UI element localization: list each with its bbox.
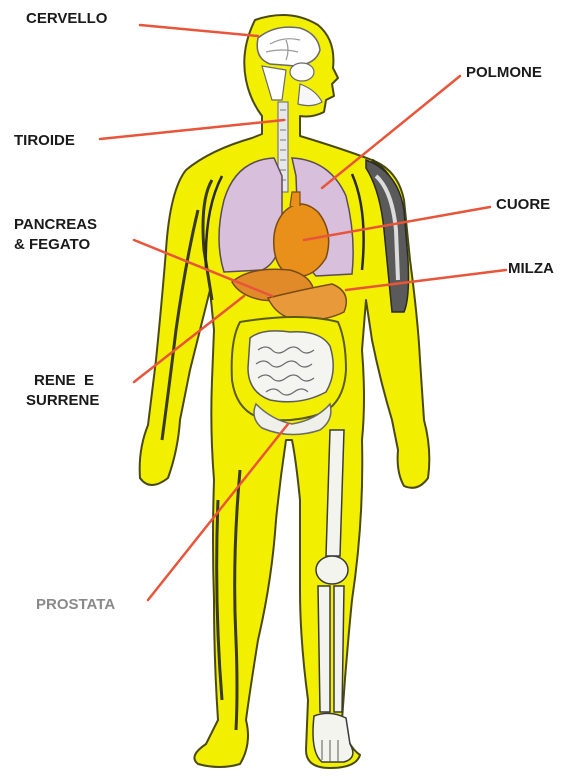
leader-line-pancreas [134,240,272,296]
leader-line-cuore [304,207,490,240]
label-rene-line2: SURRENE [26,392,99,410]
label-polmone: POLMONE [466,64,542,82]
leader-line-rene [134,296,244,382]
leader-line-prostata [148,424,288,600]
label-pancreas-line1: PANCREAS [14,216,97,234]
leader-line-tiroide [100,120,284,139]
leader-line-cervello [140,25,258,36]
label-tiroide: TIROIDE [14,132,75,150]
label-prostata: PROSTATA [36,596,115,614]
label-cervello: CERVELLO [26,10,107,28]
label-milza: MILZA [508,260,554,278]
label-pancreas-line2: & FEGATO [14,236,90,254]
leader-line-polmone [322,76,460,188]
label-cuore: CUORE [496,196,550,214]
leader-line-milza [346,270,506,290]
label-rene-line1: RENE E [34,372,94,390]
